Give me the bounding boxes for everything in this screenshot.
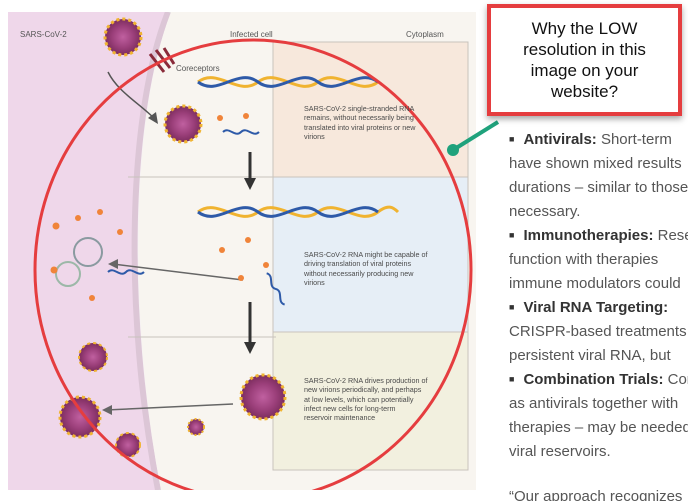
text-line: immune modulators could bbox=[509, 275, 681, 292]
bullet-icon: ■ bbox=[509, 134, 515, 144]
bullet-icon: ■ bbox=[509, 374, 515, 384]
list-item-combination-trials: ■Combination Trials: Com bbox=[509, 371, 688, 388]
text-line: have shown mixed results bbox=[509, 155, 682, 172]
text-line: persistent viral RNA, but bbox=[509, 347, 671, 364]
text-line: necessary. bbox=[509, 203, 581, 220]
article-column: ■Antivirals: Short-term have shown mixed… bbox=[509, 126, 688, 501]
virus-particles bbox=[58, 17, 287, 458]
text-line: therapies – may be needed bbox=[509, 419, 688, 436]
bullet-icon: ■ bbox=[509, 302, 515, 312]
list-item-immunotherapies: ■Immunotherapies: Research bbox=[509, 227, 688, 244]
label-cytoplasm: Cytoplasm bbox=[406, 30, 444, 39]
list-item-viral-rna-targeting: ■Viral RNA Targeting: bbox=[509, 299, 669, 316]
label-coreceptors: Coreceptors bbox=[176, 64, 220, 73]
text-line: durations – similar to those bbox=[509, 179, 688, 196]
text-line: CRISPR-based treatments bbox=[509, 323, 687, 340]
label-virus: SARS-CoV-2 bbox=[20, 30, 67, 39]
bullet-icon: ■ bbox=[509, 230, 515, 240]
callout-text: Why the LOW resolution in this image on … bbox=[523, 19, 646, 101]
label-infected-cell: Infected cell bbox=[230, 30, 273, 39]
text-line: viral reservoirs. bbox=[509, 443, 611, 460]
coronavirus-reservoir-figure: SARS-CoV-2 Infected cell Cytoplasm Corec… bbox=[8, 12, 476, 490]
text-line: function with therapies bbox=[509, 251, 659, 268]
callout-connector bbox=[447, 120, 500, 156]
list-item-antivirals: ■Antivirals: Short-term bbox=[509, 131, 672, 148]
annotation-circle bbox=[33, 38, 473, 490]
text-line: as antivirals together with bbox=[509, 395, 679, 412]
quote-text: “Our approach recognizes bbox=[509, 488, 683, 501]
feedback-callout: Why the LOW resolution in this image on … bbox=[487, 4, 682, 116]
figure-illustration bbox=[8, 12, 476, 490]
